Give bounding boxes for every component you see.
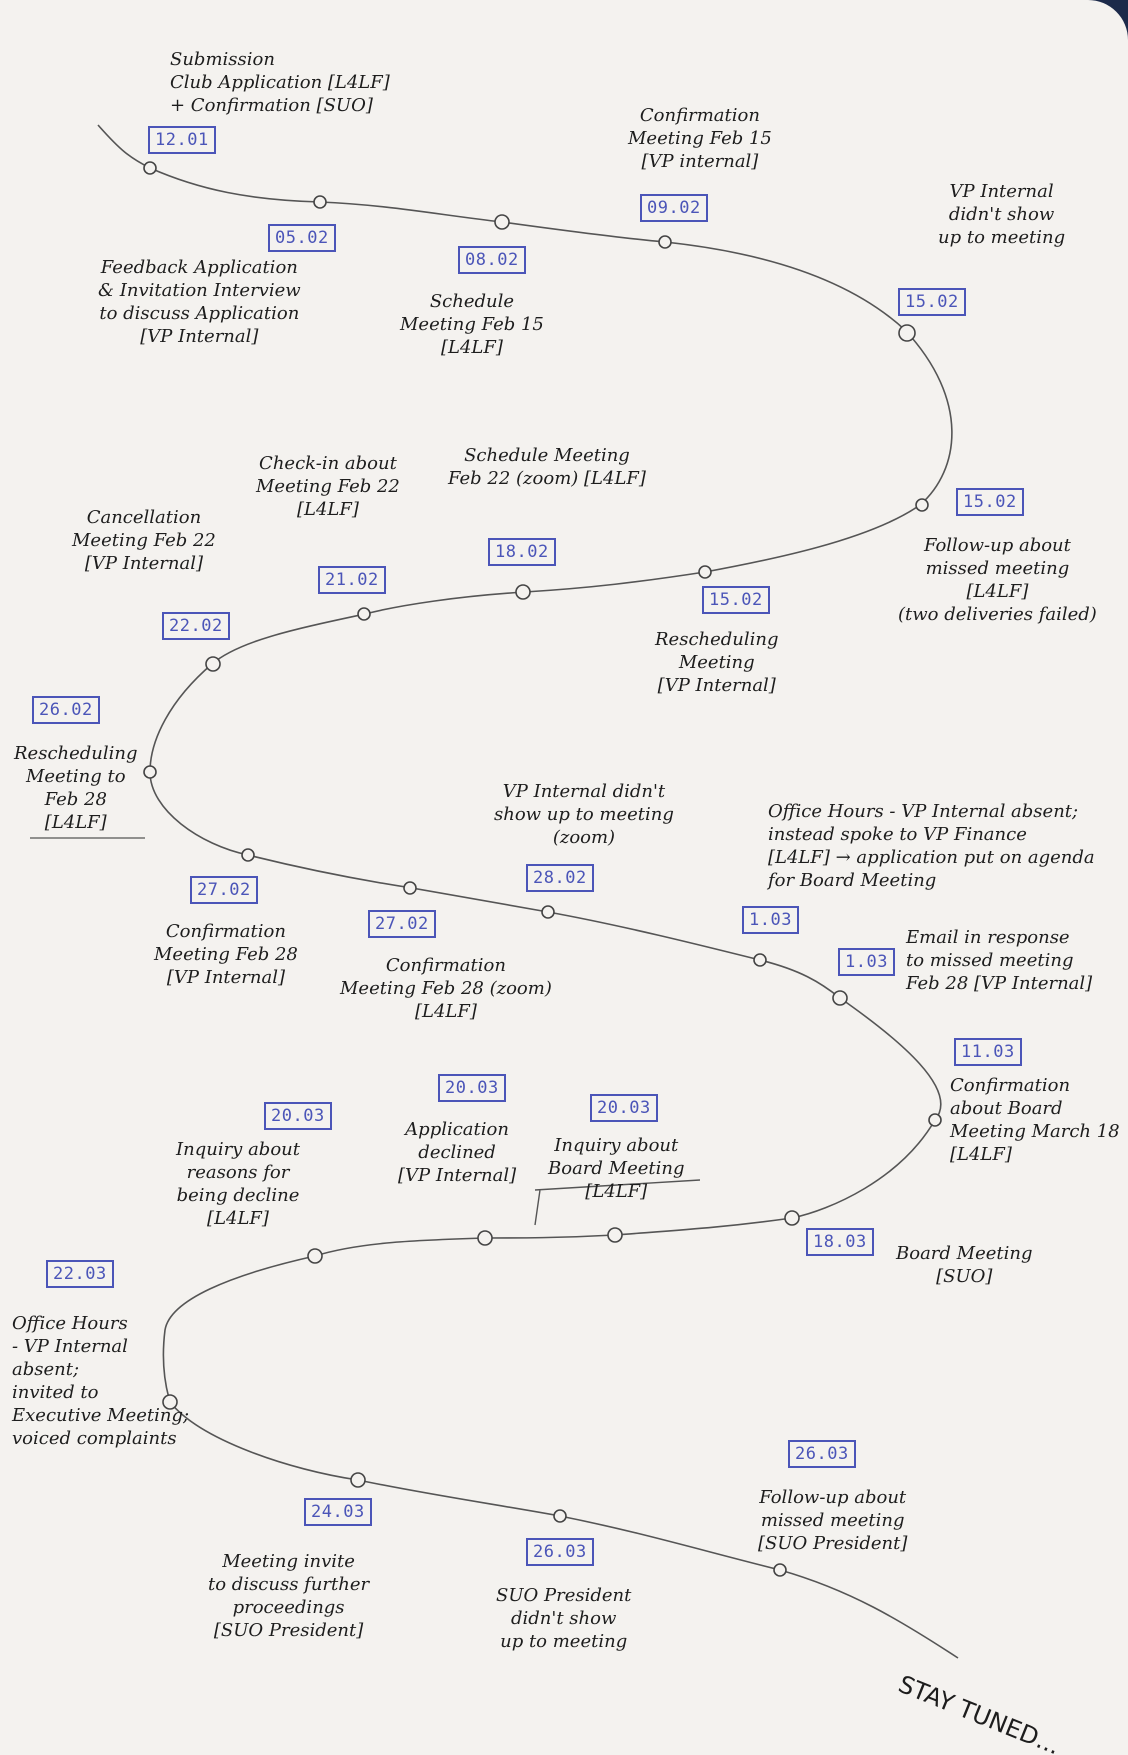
marker-18-02 <box>515 584 531 600</box>
note-rescheduling-meeting: Rescheduling Meeting [VP Internal] <box>655 629 779 696</box>
date-22-02: 22.02 <box>162 612 230 640</box>
note-inquiry-board-meeting: Inquiry about Board Meeting [L4LF] <box>548 1135 685 1202</box>
note-submission: Submission Club Application [L4LF] + Con… <box>170 49 390 116</box>
marker-08-02 <box>494 214 510 230</box>
note-schedule-meeting-feb15: Schedule Meeting Feb 15 [L4LF] <box>400 291 544 358</box>
date-05-02: 05.02 <box>268 224 336 252</box>
note-cancellation-feb22: Cancellation Meeting Feb 22 [VP Internal… <box>72 507 216 574</box>
marker-12-01 <box>143 161 157 175</box>
note-follow-up-missed: Follow-up about missed meeting [L4LF] (t… <box>898 535 1097 625</box>
note-rescheduling-feb28: Rescheduling Meeting to Feb 28 [L4LF] <box>14 743 138 833</box>
note-confirmation-feb28-zoom: Confirmation Meeting Feb 28 (zoom) [L4LF… <box>340 955 552 1022</box>
date-1-03-a: 1.03 <box>742 906 799 934</box>
note-board-meeting: Board Meeting [SUO] <box>896 1243 1033 1287</box>
note-inquiry-reasons: Inquiry about reasons for being decline … <box>176 1139 300 1229</box>
date-1-03-b: 1.03 <box>838 948 895 976</box>
note-confirmation-board-meeting: Confirmation about Board Meeting March 1… <box>950 1075 1120 1165</box>
note-suo-no-show: SUO President didn't show up to meeting <box>496 1585 632 1652</box>
marker-24-03 <box>350 1472 366 1488</box>
date-27-02-a: 27.02 <box>190 876 258 904</box>
note-schedule-meeting-feb22: Schedule Meeting Feb 22 (zoom) [L4LF] <box>448 445 646 489</box>
marker-20-03c <box>307 1248 323 1264</box>
date-27-02-b: 27.02 <box>368 910 436 938</box>
note-check-in-feb22: Check-in about Meeting Feb 22 [L4LF] <box>256 453 400 520</box>
marker-1-03a <box>753 953 767 967</box>
scribble-mark <box>534 1179 701 1226</box>
date-18-02: 18.02 <box>488 538 556 566</box>
note-confirmation-feb28-vp: Confirmation Meeting Feb 28 [VP Internal… <box>154 921 298 988</box>
date-11-03: 11.03 <box>954 1038 1022 1066</box>
date-28-02: 28.02 <box>526 864 594 892</box>
marker-26-02 <box>143 765 157 779</box>
marker-1-03b <box>832 990 848 1006</box>
note-email-response: Email in response to missed meeting Feb … <box>906 927 1093 994</box>
date-26-03-a: 26.03 <box>526 1538 594 1566</box>
marker-21-02 <box>357 607 371 621</box>
marker-05-02 <box>313 195 327 209</box>
date-18-03: 18.03 <box>806 1228 874 1256</box>
marker-09-02 <box>658 235 672 249</box>
date-12-01: 12.01 <box>148 126 216 154</box>
date-24-03: 24.03 <box>304 1498 372 1526</box>
date-26-02: 26.02 <box>32 696 100 724</box>
date-08-02: 08.02 <box>458 246 526 274</box>
note-confirmation-feb15: Confirmation Meeting Feb 15 [VP internal… <box>628 105 772 172</box>
marker-22-03 <box>162 1394 178 1410</box>
marker-26-03a <box>553 1509 567 1523</box>
marker-15-02a <box>898 324 916 342</box>
date-20-03-c: 20.03 <box>264 1102 332 1130</box>
note-application-declined: Application declined [VP Internal] <box>398 1119 517 1186</box>
date-15-02-c: 15.02 <box>702 586 770 614</box>
date-15-02-a: 15.02 <box>898 288 966 316</box>
date-21-02: 21.02 <box>318 566 386 594</box>
note-vp-no-show-zoom: VP Internal didn't show up to meeting (z… <box>494 781 674 848</box>
marker-27-02a <box>241 848 255 862</box>
note-office-hours-vp-finance: Office Hours - VP Internal absent; inste… <box>768 801 1095 891</box>
note-vp-no-show-1: VP Internal didn't show up to meeting <box>938 181 1066 248</box>
timeline-markers <box>143 161 942 1577</box>
note-follow-up-suo: Follow-up about missed meeting [SUO Pres… <box>758 1487 908 1554</box>
date-22-03: 22.03 <box>46 1260 114 1288</box>
date-26-03-b: 26.03 <box>788 1440 856 1468</box>
marker-27-02b <box>403 881 417 895</box>
marker-28-02 <box>541 905 555 919</box>
marker-20-03b <box>477 1230 493 1246</box>
marker-22-02 <box>205 656 221 672</box>
date-09-02: 09.02 <box>640 194 708 222</box>
marker-15-02c <box>698 565 712 579</box>
note-meeting-invite: Meeting invite to discuss further procee… <box>208 1551 370 1641</box>
marker-26-03b <box>773 1563 787 1577</box>
note-feedback-application: Feedback Application & Invitation Interv… <box>98 257 301 347</box>
marker-11-03 <box>928 1113 942 1127</box>
marker-18-03 <box>784 1210 800 1226</box>
date-15-02-b: 15.02 <box>956 488 1024 516</box>
date-20-03-a: 20.03 <box>590 1094 658 1122</box>
date-20-03-b: 20.03 <box>438 1074 506 1102</box>
note-office-hours-executive: Office Hours - VP Internal absent; invit… <box>12 1313 190 1449</box>
marker-20-03a <box>607 1227 623 1243</box>
marker-15-02b <box>915 498 929 512</box>
